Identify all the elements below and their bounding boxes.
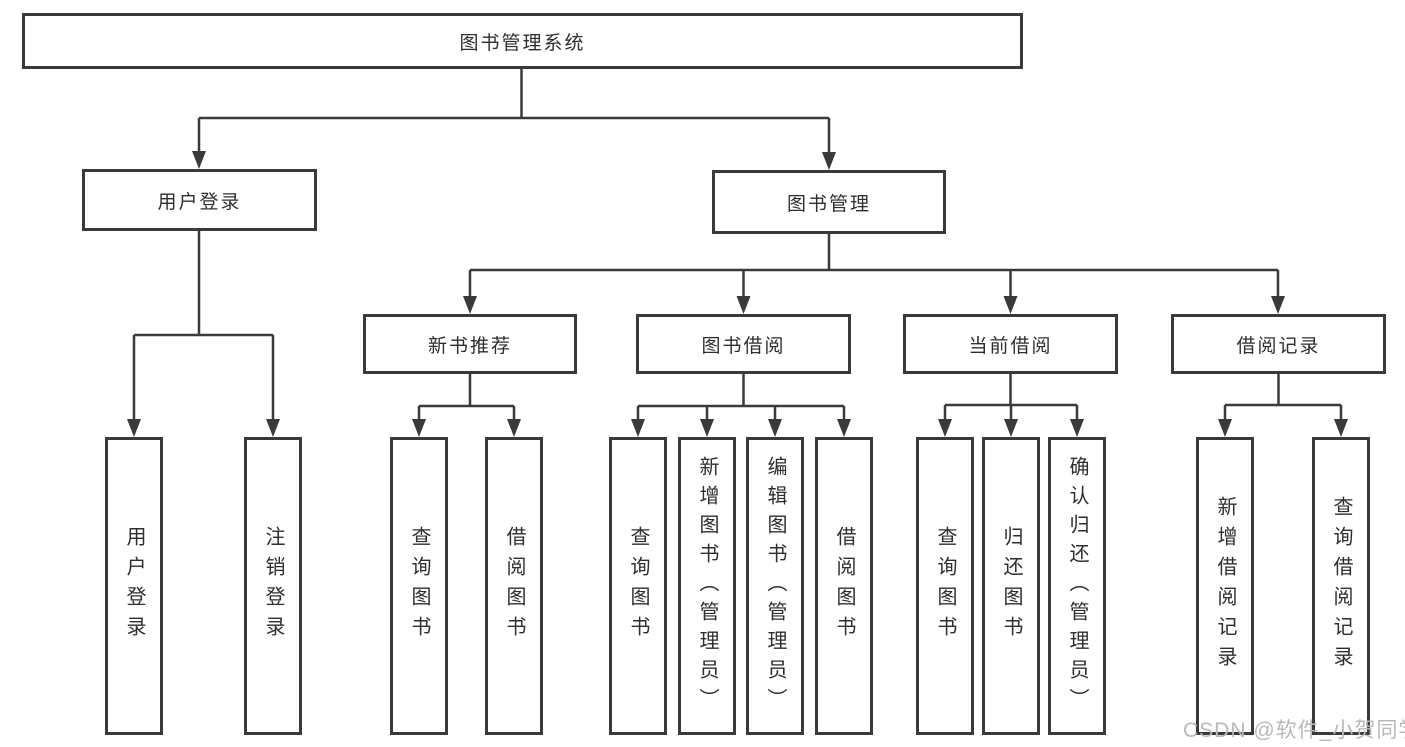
node-current-borrow: 当前借阅	[903, 314, 1118, 374]
leaf-add-books-admin: 新增图书（管理员）	[678, 437, 736, 735]
arrowhead-icon	[412, 419, 426, 437]
leaf-query-borrow-record: 查询借阅记录	[1312, 437, 1370, 735]
csdn-watermark: CSDN @软件_小贺同学	[1183, 719, 1405, 742]
arrowhead-icon	[768, 419, 782, 437]
leaf-query-books-current: 查询图书	[916, 437, 974, 735]
node-label: 注销登录	[262, 526, 284, 646]
arrowhead-icon	[266, 419, 280, 437]
leaf-confirm-return-admin: 确认归还（管理员）	[1048, 437, 1106, 735]
node-root-system: 图书管理系统	[22, 13, 1023, 69]
node-label: 当前借阅	[968, 335, 1053, 357]
leaf-query-books-borrow: 查询图书	[609, 437, 667, 735]
arrowhead-icon	[837, 419, 851, 437]
leaf-return-books: 归还图书	[982, 437, 1040, 735]
arrowhead-icon	[736, 296, 751, 314]
node-label: 查询图书	[408, 526, 430, 646]
node-label: 用户登录	[123, 526, 145, 646]
arrowhead-icon	[700, 419, 714, 437]
arrowhead-icon	[463, 296, 477, 314]
node-borrow-records: 借阅记录	[1171, 314, 1386, 374]
node-label: 新增图书（管理员）	[696, 455, 718, 717]
arrowhead-icon	[631, 419, 645, 437]
node-user-login: 用户登录	[82, 169, 317, 231]
arrowhead-icon	[127, 419, 141, 437]
arrowhead-icon	[1218, 419, 1232, 437]
node-new-book-recommend: 新书推荐	[363, 314, 577, 374]
node-label: 确认归还（管理员）	[1066, 455, 1088, 717]
arrowhead-icon	[938, 419, 952, 437]
leaf-query-books-recommend: 查询图书	[390, 437, 448, 735]
node-book-borrow: 图书借阅	[636, 314, 851, 374]
node-label: 查询借阅记录	[1330, 496, 1352, 676]
leaf-logout: 注销登录	[244, 437, 302, 735]
node-label: 归还图书	[1000, 526, 1022, 646]
arrowhead-icon	[1003, 296, 1018, 314]
leaf-user-login: 用户登录	[105, 437, 163, 735]
node-book-management: 图书管理	[712, 170, 946, 234]
node-label: 新增借阅记录	[1214, 496, 1236, 676]
leaf-borrow-books: 借阅图书	[815, 437, 873, 735]
arrowhead-icon	[1004, 419, 1018, 437]
node-label: 查询图书	[627, 526, 649, 646]
node-label: 编辑图书（管理员）	[764, 455, 786, 717]
arrowhead-icon	[192, 151, 206, 169]
arrowhead-icon	[822, 152, 836, 170]
arrowhead-icon	[1070, 419, 1084, 437]
node-label: 借阅图书	[833, 526, 855, 646]
leaf-edit-books-admin: 编辑图书（管理员）	[746, 437, 804, 735]
node-label: 图书管理系统	[459, 32, 586, 54]
leaf-add-borrow-record: 新增借阅记录	[1196, 437, 1254, 735]
node-label: 用户登录	[157, 191, 242, 213]
node-label: 图书管理	[786, 193, 871, 215]
node-label: 借阅记录	[1236, 335, 1321, 357]
arrowhead-icon	[1334, 419, 1348, 437]
node-label: 图书借阅	[701, 335, 786, 357]
node-label: 查询图书	[934, 526, 956, 646]
node-label: 借阅图书	[503, 526, 525, 646]
arrowhead-icon	[507, 419, 521, 437]
leaf-borrow-books-recommend: 借阅图书	[485, 437, 543, 735]
arrowhead-icon	[1271, 296, 1285, 314]
node-label: 新书推荐	[427, 335, 512, 357]
